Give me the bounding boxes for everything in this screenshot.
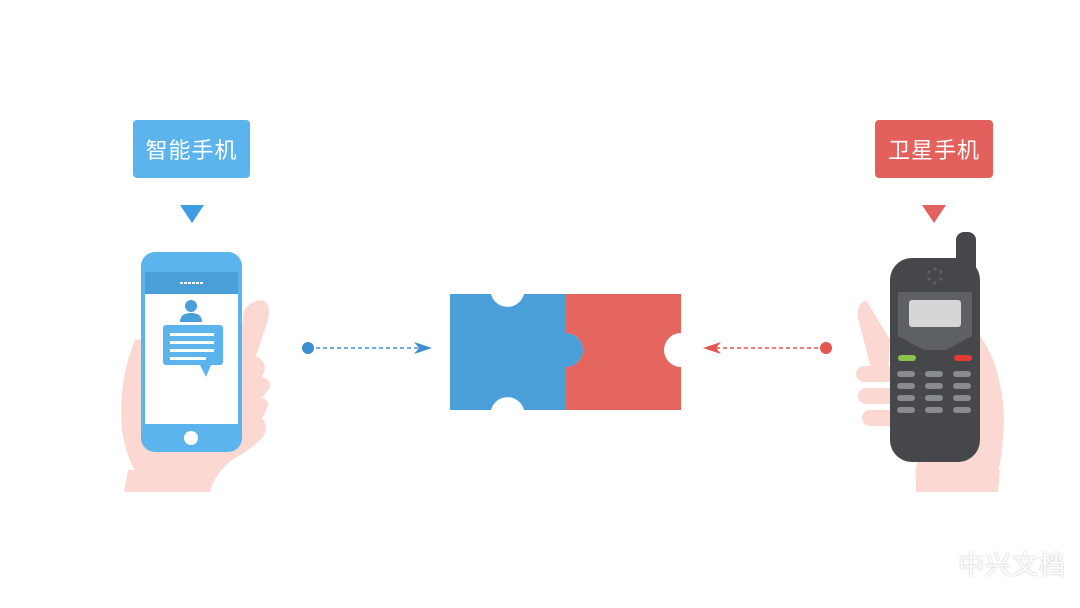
satellite-phone-icon (890, 232, 980, 462)
smartphone-pointer-icon (180, 205, 204, 223)
watermark: 中兴文档 (957, 551, 1066, 581)
puzzle-piece-blue (450, 294, 583, 410)
contact-icon (180, 300, 202, 322)
puzzle-pieces-icon (450, 294, 681, 410)
chat-bubble-icon (163, 325, 223, 377)
puzzle-piece-red (566, 294, 681, 410)
satellite-phone-label: 卫星手机 (875, 120, 993, 178)
right-arrow (703, 342, 832, 354)
left-arrow (302, 342, 432, 354)
smartphone-label: 智能手机 (133, 120, 250, 178)
smartphone-icon (141, 252, 242, 452)
keypad-icon (897, 371, 971, 413)
satellite-phone-pointer-icon (922, 205, 946, 223)
